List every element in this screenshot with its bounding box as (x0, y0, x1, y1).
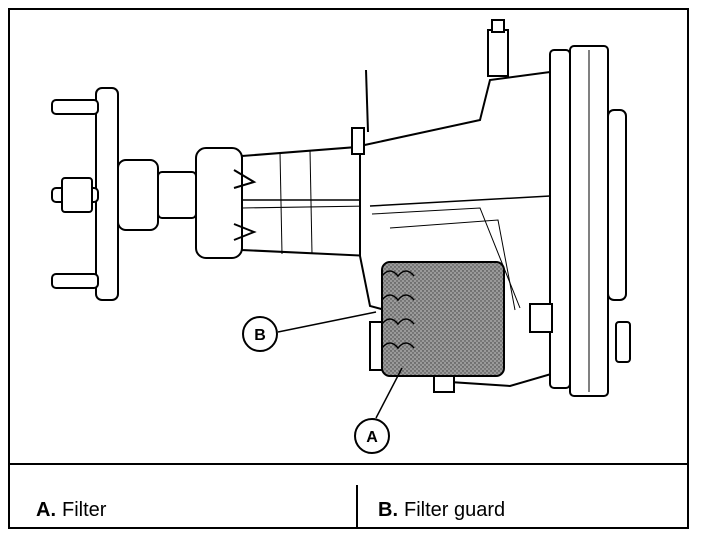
legend-item-filter-guard: B. Filter guard (378, 499, 505, 522)
figure-frame: B A A. Filter B. Filter guard (8, 8, 689, 529)
callout-b-letter: B (254, 327, 266, 344)
axle-housing (195, 144, 371, 259)
legend-letter: A. (36, 499, 56, 521)
callout-a: A (354, 367, 403, 454)
transaxle-illustration: B A (51, 19, 631, 454)
wheel-hub (51, 87, 197, 301)
legend: A. Filter B. Filter guard (10, 463, 687, 529)
callout-a-letter: A (366, 429, 378, 446)
legend-label: Filter (62, 499, 107, 521)
legend-divider (356, 485, 358, 529)
mounting-plate (529, 45, 631, 397)
legend-item-filter: A. Filter (36, 499, 106, 522)
filter (381, 261, 505, 377)
legend-label: Filter guard (404, 499, 506, 521)
legend-letter: B. (378, 499, 398, 521)
callout-b: B (242, 311, 377, 352)
